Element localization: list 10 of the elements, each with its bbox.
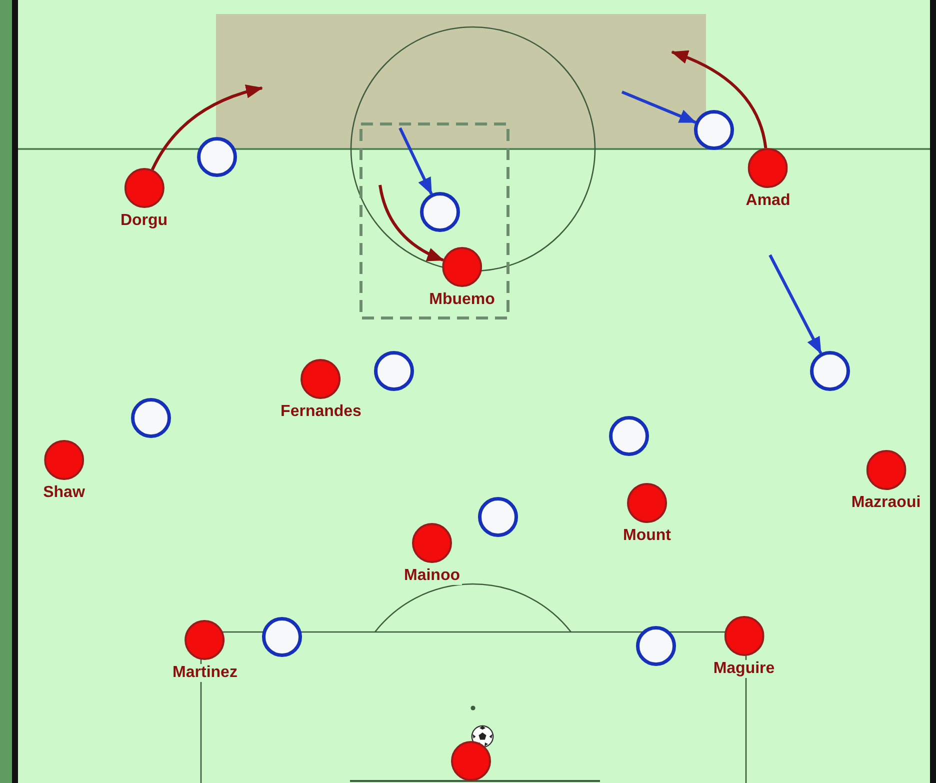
curved-arrow xyxy=(671,50,768,148)
player-name: Mainoo xyxy=(402,567,462,585)
curved-arrow xyxy=(378,184,444,262)
curved-arrow xyxy=(150,85,263,170)
arrow xyxy=(621,90,696,124)
player-name: Maguire xyxy=(711,660,777,678)
player-name: Martinez xyxy=(170,664,240,682)
player-marker xyxy=(451,741,491,781)
arrow xyxy=(398,127,433,195)
arrow xyxy=(768,254,822,354)
